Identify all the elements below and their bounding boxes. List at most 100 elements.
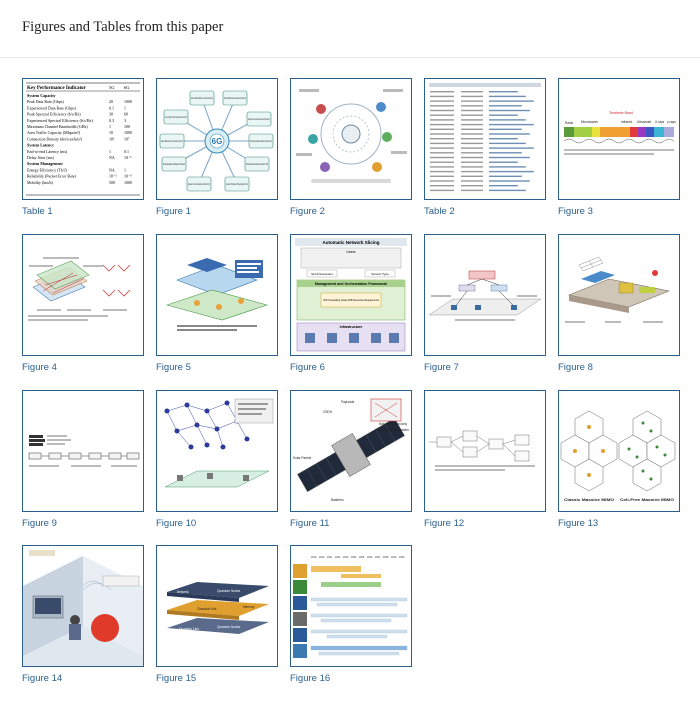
figure-card-figure-11[interactable]: Payloads CSDH Solar Panels EPS ADCS Batt… <box>290 390 412 529</box>
table2-row-line <box>489 128 522 130</box>
figure-card-table-2[interactable]: Table 2 <box>424 78 546 217</box>
table1-cell: Experienced Data Rate (Gbps) <box>27 105 77 110</box>
figure-card-figure-7[interactable]: Figure 7 <box>424 234 546 373</box>
fig6-users: Users <box>346 250 355 254</box>
network-layout-thumbnail[interactable] <box>424 234 546 356</box>
table2-row-line <box>489 105 522 107</box>
table1-cell: 500 <box>109 180 115 185</box>
table1-cell: 1 <box>124 105 126 110</box>
table2-row-line <box>489 95 526 98</box>
figure-caption[interactable]: Figure 7 <box>424 362 459 373</box>
table2-row-line <box>489 138 518 140</box>
table-thumbnail[interactable] <box>424 78 546 200</box>
table2-row-line <box>489 170 534 173</box>
spectrum-thumbnail[interactable]: Terahertz Band Radio Microwaves Infrared… <box>558 78 680 200</box>
figure-card-figure-2[interactable]: Figure 2 <box>290 78 412 217</box>
table2-row-line <box>489 189 526 192</box>
planes-diagram-thumbnail[interactable] <box>22 234 144 356</box>
table2-row-line <box>461 189 483 192</box>
figure-card-figure-9[interactable]: Figure 9 <box>22 390 144 529</box>
figure-card-table-1[interactable]: Key Performance Indicator 5G 6G System C… <box>22 78 144 217</box>
flow-diagram-thumbnail[interactable] <box>424 390 546 512</box>
figure-caption[interactable]: Figure 13 <box>558 518 599 529</box>
timeline-year-label: 2022 <box>335 556 341 559</box>
figure-14-preview <box>23 550 143 666</box>
table1-col-5g: 5G <box>109 85 115 90</box>
satellite-thumbnail[interactable]: Payloads CSDH Solar Panels EPS ADCS Batt… <box>290 390 412 512</box>
figure-caption[interactable]: Figure 10 <box>156 518 197 529</box>
fig1-node: Reconfigurable Intelligent Surfaces <box>163 162 185 166</box>
figure-caption[interactable]: Figure 12 <box>424 518 465 529</box>
room-illustration-thumbnail[interactable] <box>22 545 144 667</box>
figure-1-preview: Cell-Free Massive MIMO Communication (Se… <box>159 90 274 192</box>
timeline-year-label: 2020 <box>319 556 325 559</box>
fig1-node: Cell-Free Massive MIMO Communication (Se… <box>191 96 213 100</box>
table1-cell: 30 <box>109 112 113 117</box>
mimo-hexagon-thumbnail[interactable]: Classic Massive MIMO Cell-Free Massive M… <box>558 390 680 512</box>
table2-row-line <box>489 185 518 187</box>
figure-card-figure-3[interactable]: Terahertz Band Radio Microwaves Infrared… <box>558 78 680 217</box>
figure-3-preview: Terahertz Band Radio Microwaves Infrared… <box>563 111 676 155</box>
figure-caption[interactable]: Figure 8 <box>558 362 593 373</box>
figure-card-figure-12[interactable]: Figure 12 <box>424 390 546 529</box>
figure-card-figure-10[interactable]: Figure 10 <box>156 390 278 529</box>
figure-caption[interactable]: Figure 9 <box>22 518 57 529</box>
table2-row-line <box>489 91 518 93</box>
table2-row-line <box>430 180 454 182</box>
figure-caption[interactable]: Figure 16 <box>290 673 331 684</box>
isometric-diagram-thumbnail[interactable] <box>156 234 278 356</box>
satellite-label: Multi-band Antenna Array <box>379 422 407 426</box>
isometric-device-thumbnail[interactable] <box>558 234 680 356</box>
network-diagram-thumbnail[interactable]: Cell-Free Massive MIMO Communication (Se… <box>156 78 278 200</box>
figure-card-figure-1[interactable]: Cell-Free Massive MIMO Communication (Se… <box>156 78 278 217</box>
table2-row-line <box>430 123 454 126</box>
table-2-preview <box>429 83 541 192</box>
figure-caption[interactable]: Figure 15 <box>156 673 197 684</box>
figure-caption[interactable]: Figure 4 <box>22 362 57 373</box>
table2-row-line <box>430 161 454 163</box>
spectrum-band-label: γ-rays <box>667 120 676 124</box>
figure-caption[interactable]: Figure 5 <box>156 362 191 373</box>
figure-card-figure-6[interactable]: Automatic Network Slicing Users SLA Para… <box>290 234 412 373</box>
block-diagram-thumbnail[interactable]: Automatic Network Slicing Users SLA Para… <box>290 234 412 356</box>
figure-card-figure-15[interactable]: Network Quantum Nodes Classical Link Qua… <box>156 545 278 684</box>
fig1-node: Network Automation (Section VII) <box>246 162 268 166</box>
layer-label: Classical Link <box>197 607 217 611</box>
figure-5-preview <box>165 258 269 331</box>
figure-caption[interactable]: Figure 1 <box>156 206 191 217</box>
figure-card-figure-13[interactable]: Classic Massive MIMO Cell-Free Massive M… <box>558 390 680 529</box>
block-chain-thumbnail[interactable] <box>22 390 144 512</box>
circular-diagram-thumbnail[interactable] <box>290 78 412 200</box>
figure-caption[interactable]: Figure 6 <box>290 362 325 373</box>
figure-card-figure-4[interactable]: Figure 4 <box>22 234 144 373</box>
table2-row-line <box>461 152 483 154</box>
table1-cell: Experienced Spectral Efficiency (b/s/Hz) <box>27 118 93 123</box>
figure-caption[interactable]: Figure 2 <box>290 206 325 217</box>
table2-row-line <box>461 180 483 182</box>
figure-caption[interactable]: Table 1 <box>22 206 53 217</box>
figure-card-figure-14[interactable]: Figure 14 <box>22 545 144 684</box>
table1-cell: 0.1 <box>124 149 129 154</box>
table2-row-line <box>430 152 454 154</box>
mesh-network-thumbnail[interactable] <box>156 390 278 512</box>
table1-cell: NA <box>109 155 115 160</box>
figure-caption[interactable]: Table 2 <box>424 206 455 217</box>
layer-stack-thumbnail[interactable]: Network Quantum Nodes Classical Link Qua… <box>156 545 278 667</box>
fig1-node: Ambient Backscatter Communication (Secti… <box>161 139 183 143</box>
table1-cell: 1 <box>109 124 111 129</box>
figure-card-figure-5[interactable]: Figure 5 <box>156 234 278 373</box>
figure-8-preview <box>565 256 671 323</box>
fig1-node: Quantum Communications (Section XI.C) <box>188 182 210 186</box>
table2-row-line <box>430 166 454 168</box>
figure-caption[interactable]: Figure 3 <box>558 206 593 217</box>
table-thumbnail[interactable]: Key Performance Indicator 5G 6G System C… <box>22 78 144 200</box>
figure-caption[interactable]: Figure 14 <box>22 673 63 684</box>
figure-caption[interactable]: Figure 11 <box>290 518 330 529</box>
mimo-left-label: Classic Massive MIMO <box>564 498 614 502</box>
table2-row-line <box>430 105 454 107</box>
fig6-service: Service Type <box>371 272 389 276</box>
figure-card-figure-8[interactable]: Figure 8 <box>558 234 680 373</box>
